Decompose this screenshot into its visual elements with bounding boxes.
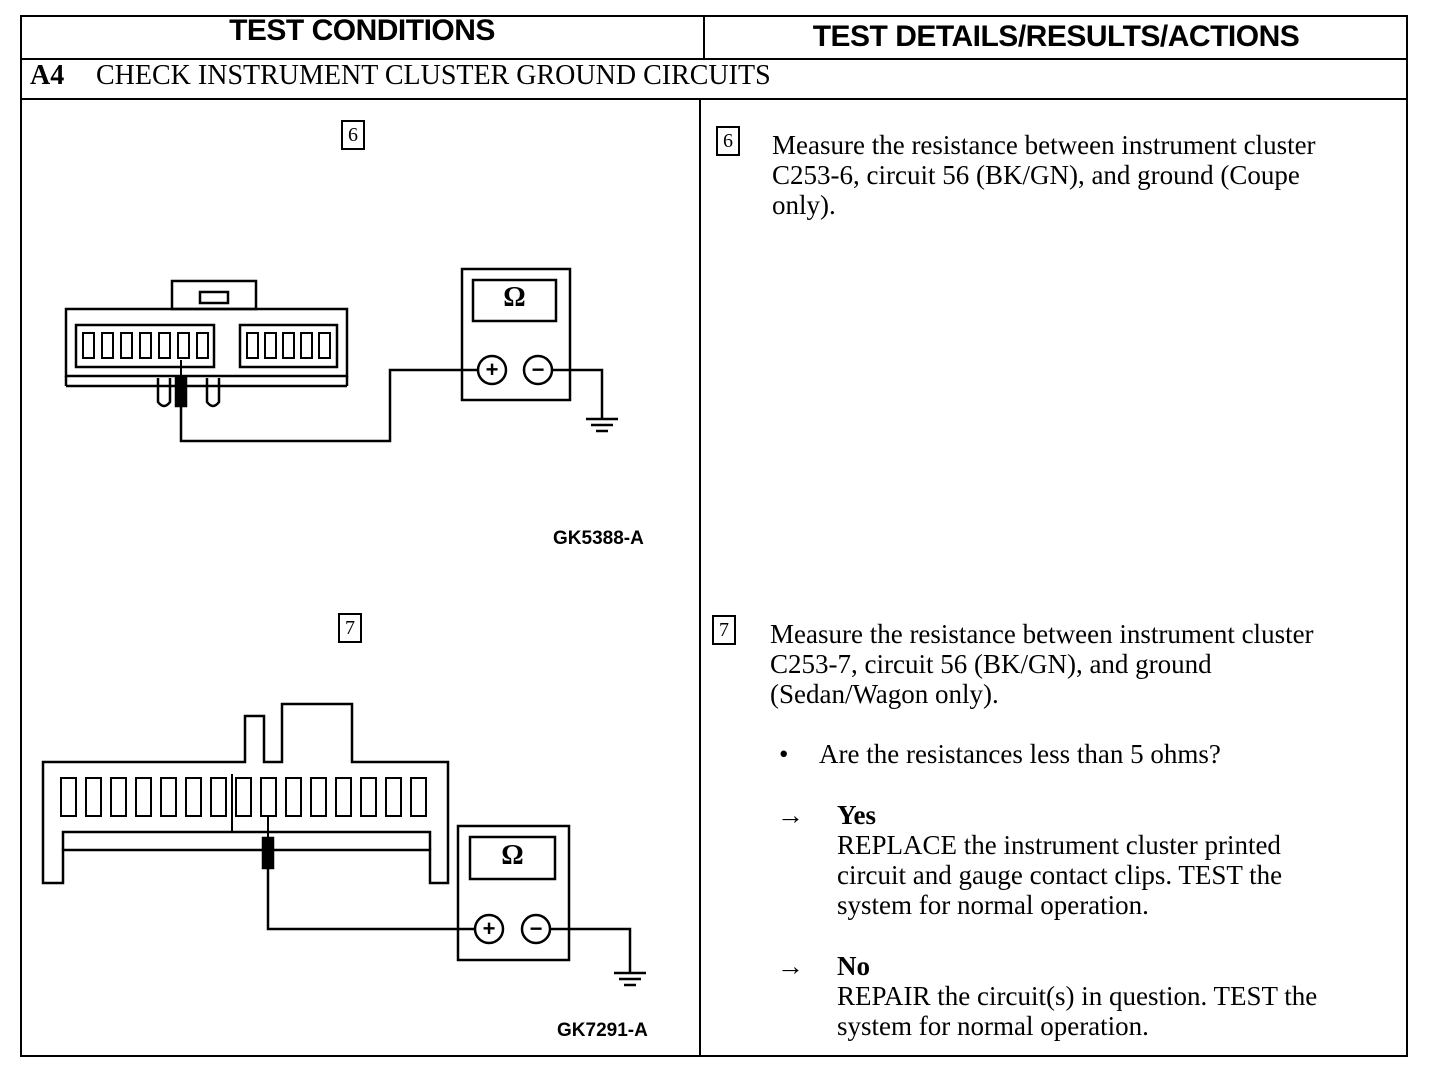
section-name: CHECK INSTRUMENT CLUSTER GROUND CIRCUITS [96, 60, 771, 91]
minus-terminal-1: − [531, 357, 545, 382]
yes-label: Yes [837, 800, 876, 830]
section-title: A4 CHECK INSTRUMENT CLUSTER GROUND CIRCUI… [30, 60, 771, 92]
figure-id-1: GK5388-A [553, 528, 644, 549]
no-answer: No REPAIR the circuit(s) in question. TE… [837, 951, 1318, 1041]
test-lead-negative-1 [552, 368, 604, 418]
test-lead-negative-2 [550, 927, 632, 972]
test-lead-positive-1 [179, 368, 478, 443]
step-7-text: Measure the resistance between instrumen… [770, 619, 1314, 709]
step-7-figure-label: 7 [338, 613, 362, 643]
plus-terminal-2: + [482, 916, 496, 941]
yes-arrow: → [777, 800, 804, 830]
connector-c253-coupe [64, 279, 349, 408]
header-test-conditions: TEST CONDITIONS [229, 14, 495, 47]
figure-id-2: GK7291-A [557, 1020, 648, 1041]
step-7-label: 7 [712, 615, 736, 645]
connector-c253-sedan-wagon [41, 702, 450, 885]
no-label: No [837, 951, 870, 981]
ohm-symbol-1: Ω [503, 282, 526, 313]
plus-terminal-1: + [485, 357, 499, 382]
step-6-figure-label: 6 [341, 120, 365, 150]
column-divider-top [703, 15, 705, 59]
ground-symbol-1 [586, 417, 618, 433]
header-test-details: TEST DETAILS/RESULTS/ACTIONS [812, 20, 1300, 53]
no-arrow: → [777, 951, 804, 981]
step-6-text: Measure the resistance between instrumen… [772, 130, 1316, 220]
yes-answer: Yes REPLACE the instrument cluster print… [837, 800, 1283, 920]
section-rule [20, 98, 1408, 100]
procedure-table [20, 15, 1408, 1057]
column-divider [699, 98, 701, 1057]
minus-terminal-2: − [529, 916, 543, 941]
header-rule [20, 58, 1408, 60]
section-code: A4 [30, 60, 65, 91]
step-6-label: 6 [716, 126, 740, 156]
question-text: Are the resistances less than 5 ohms? [819, 739, 1221, 769]
ground-symbol-2 [614, 971, 646, 987]
ohm-symbol-2: Ω [501, 840, 524, 871]
question-bullet: • [779, 739, 789, 769]
ohmmeter-2 [456, 824, 571, 962]
test-lead-positive-2 [266, 868, 475, 931]
